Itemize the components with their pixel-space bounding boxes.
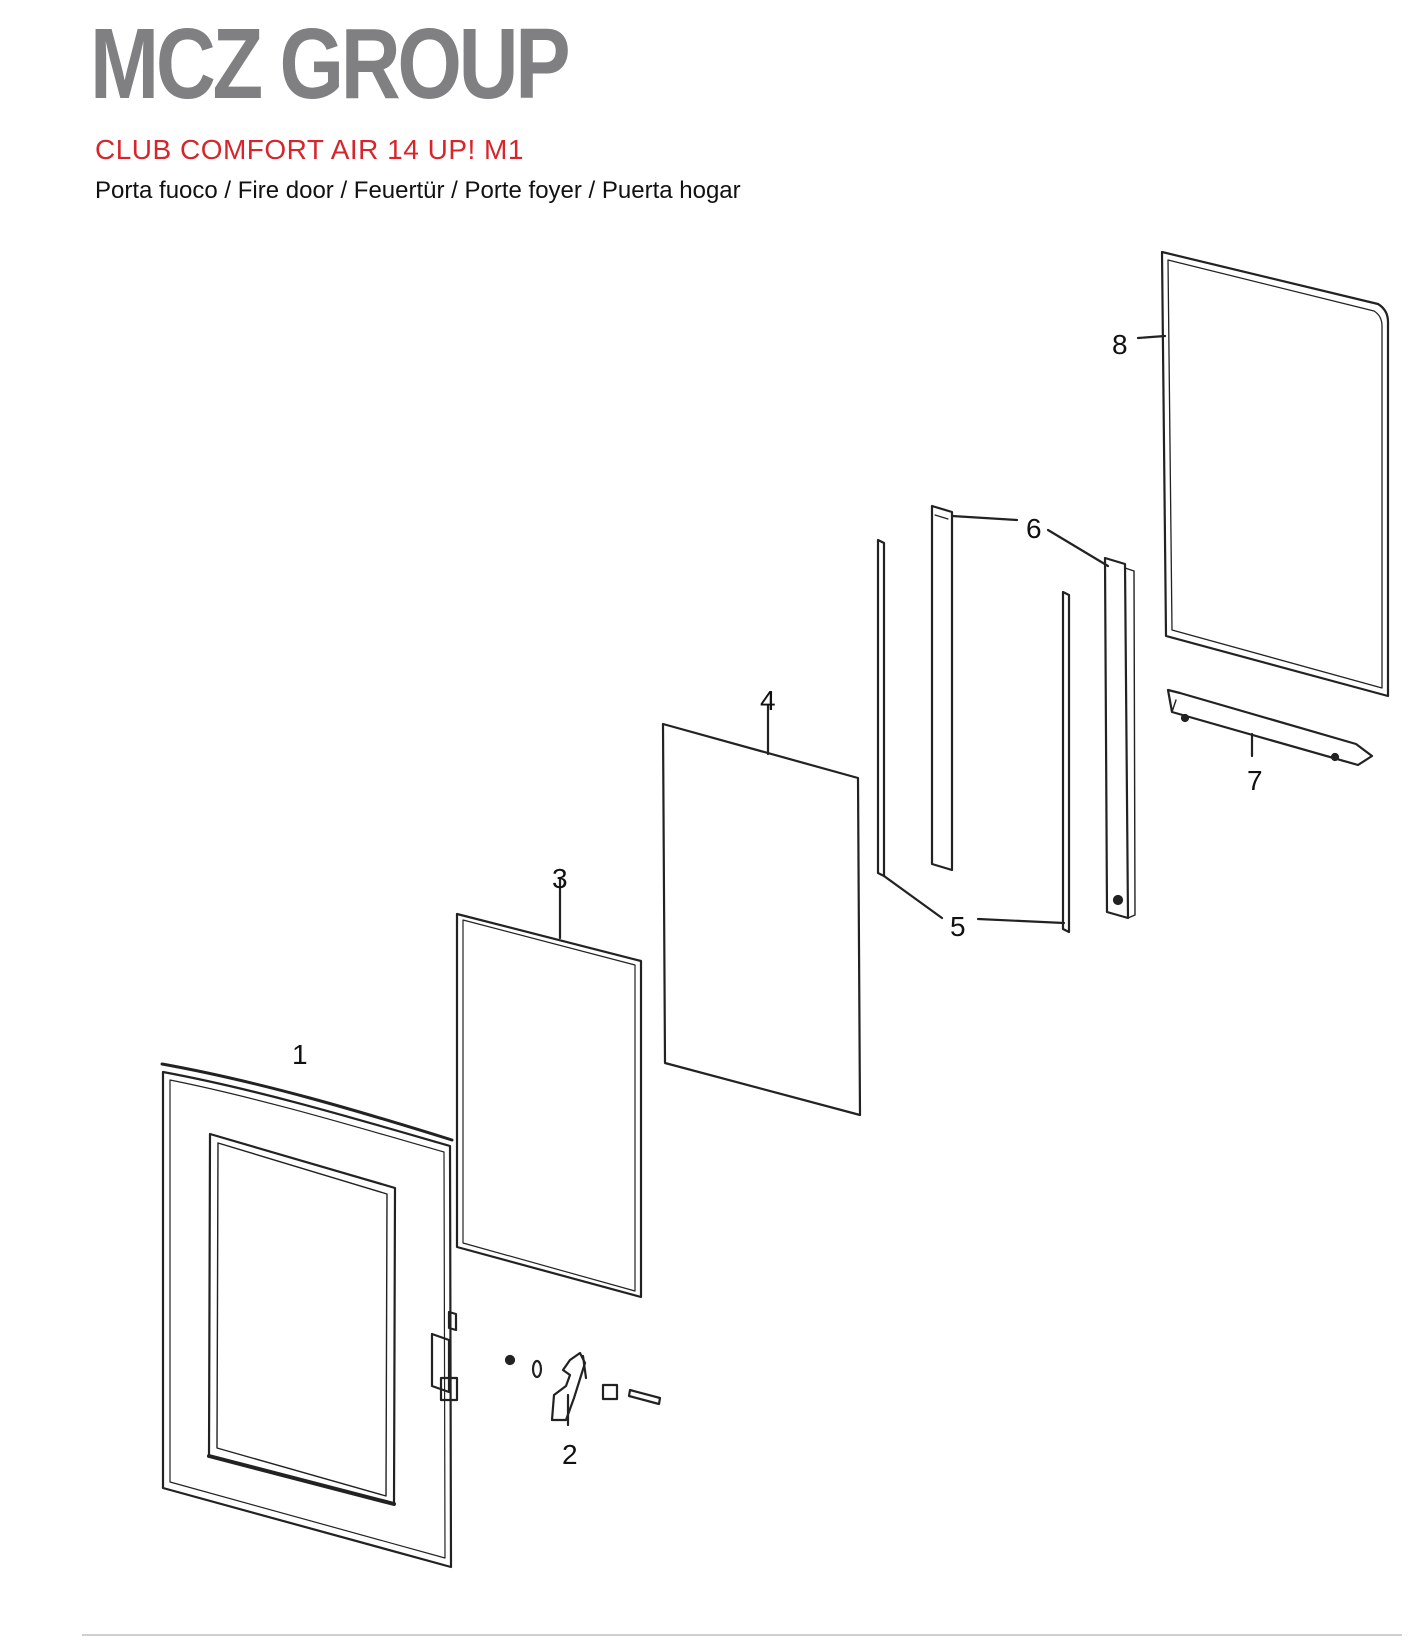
part-label-1: 1: [292, 1039, 308, 1070]
bottom-divider: [82, 1634, 1402, 1636]
part-label-5: 5: [950, 911, 966, 942]
part-label-3: 3: [552, 863, 568, 894]
part-4-glass: [661, 703, 862, 1117]
part-3-gasket: [455, 878, 643, 1299]
model-title: CLUB COMFORT AIR 14 UP! M1: [95, 134, 524, 165]
part-7-rail: [1166, 688, 1374, 767]
part-1-door-frame: [160, 1062, 459, 1569]
part-label-7: 7: [1247, 765, 1263, 796]
diagram-subtitle: Porta fuoco / Fire door / Feuertür / Por…: [95, 177, 741, 204]
part-5-strips: [876, 538, 1071, 934]
part-2-latch: [504, 1351, 662, 1427]
part-8-rear-panel: [1136, 250, 1390, 698]
part-label-4: 4: [760, 685, 776, 716]
part-label-8: 8: [1112, 329, 1128, 360]
part-label-6: 6: [1026, 513, 1042, 544]
part-label-2: 2: [562, 1439, 578, 1470]
part-6-brackets: [930, 504, 1136, 920]
brand-logo: MCZ GROUP: [90, 8, 571, 120]
